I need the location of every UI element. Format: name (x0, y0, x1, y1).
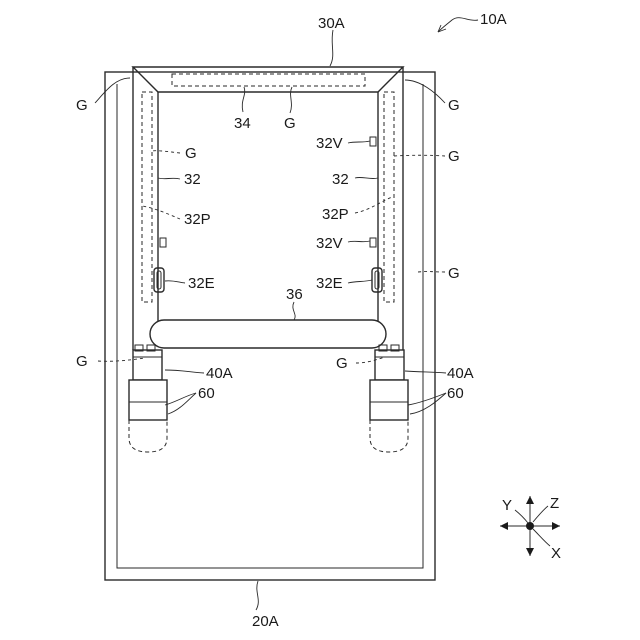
label-G-right-lower: G (336, 355, 348, 372)
leader-60-left (165, 393, 196, 405)
label-figure-10A: 10A (480, 11, 507, 28)
handle-bar-36 (150, 320, 386, 348)
axis-arrow-right (552, 522, 560, 530)
label-32E-right: 32E (316, 275, 343, 292)
leader-60-right (408, 393, 446, 405)
label-32-left: 32 (184, 171, 201, 188)
label-G-center: G (284, 115, 296, 132)
window-bar-34 (172, 74, 365, 86)
leader-32P-left (142, 206, 180, 219)
leader-40A-left (165, 370, 204, 373)
label-34: 34 (234, 115, 251, 132)
label-G-left-upper: G (185, 145, 197, 162)
left-clip-32E (154, 268, 164, 292)
axis-leader-y (515, 510, 528, 523)
label-60-left: 60 (198, 385, 215, 402)
leader-36 (293, 302, 295, 320)
left-wheel-dashed-skirt (129, 420, 167, 452)
axis-leader-z (533, 506, 548, 522)
label-G-top-right: G (448, 97, 460, 114)
leader-34 (242, 87, 245, 112)
leader-32P-right (355, 197, 392, 213)
label-32-right: 32 (332, 171, 349, 188)
right-wheel-dashed-skirt (370, 420, 408, 452)
label-40A-left: 40A (206, 365, 233, 382)
leader-32V-upper (348, 141, 370, 143)
label-32E-left: 32E (188, 275, 215, 292)
label-32V-lower: 32V (316, 235, 343, 252)
right-joint-base (375, 350, 404, 380)
right-wheel-body (370, 380, 408, 420)
right-rail-dashed-slot (384, 92, 394, 302)
axis-arrow-up (526, 496, 534, 504)
left-part-32V-lower (160, 238, 166, 247)
axis-arrow-down (526, 548, 534, 556)
leader-G-right-upper (394, 155, 445, 156)
label-60-right: 60 (447, 385, 464, 402)
leader-40A-right (405, 371, 446, 373)
leader-G-top-left (95, 78, 130, 103)
right-part-32V-lower (370, 238, 376, 247)
axis-label-x: X (551, 545, 561, 562)
leader-32V-lower (348, 241, 370, 242)
label-G-left-lower: G (76, 353, 88, 370)
leader-20A (256, 581, 258, 610)
label-G-top-left: G (76, 97, 88, 114)
leader-G-top-right (405, 80, 445, 103)
right-part-32V-upper (370, 137, 376, 146)
axis-label-y: Y (502, 497, 512, 514)
axis-arrow-left (500, 522, 508, 530)
axis-label-z: Z (550, 495, 559, 512)
left-rail-dashed-slot (142, 92, 152, 302)
axis-leader-x (533, 529, 550, 546)
axis-origin-dot (526, 522, 534, 530)
leader-32-left (158, 178, 180, 179)
axis-indicator: Y Z X (500, 495, 561, 562)
label-32V-upper: 32V (316, 135, 343, 152)
label-40A-right: 40A (447, 365, 474, 382)
label-G-right-upper: G (448, 148, 460, 165)
right-side-rail (378, 67, 403, 350)
label-36: 36 (286, 286, 303, 303)
leader-G-below-34 (290, 87, 292, 113)
top-frame-30A (133, 67, 403, 92)
left-side-rail (133, 67, 158, 350)
label-G-right-middle: G (448, 265, 460, 282)
leader-30A (330, 30, 333, 66)
left-wheel-body (129, 380, 167, 420)
left-joint-base (133, 350, 162, 380)
label-30A: 30A (318, 15, 345, 32)
label-32P-right: 32P (322, 206, 349, 223)
right-clip-32E (372, 268, 382, 292)
label-20A: 20A (252, 613, 279, 630)
leader-32E-right (348, 280, 372, 283)
label-32P-left: 32P (184, 211, 211, 228)
leader-60-left-b (168, 393, 196, 414)
leader-32E-left (165, 281, 185, 283)
leader-32-right (355, 177, 378, 178)
leader-G-left-upper (150, 151, 180, 153)
